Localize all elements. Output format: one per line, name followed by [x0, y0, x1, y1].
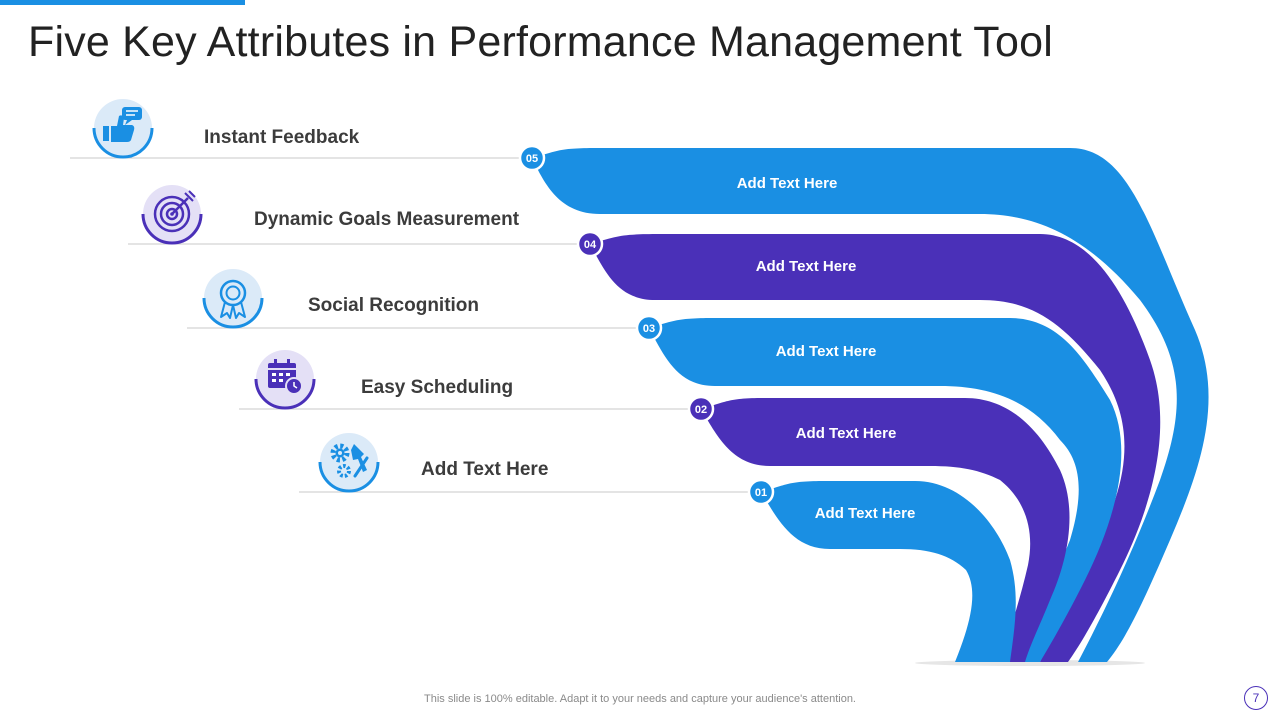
- page-number-badge: 7: [1244, 686, 1268, 710]
- leader-line-layer: [70, 157, 761, 493]
- number-badge-text: 03: [643, 323, 655, 335]
- number-badge-circle: [635, 314, 663, 342]
- number-badge-text: 05: [526, 153, 538, 165]
- band-text-02: Add Text Here: [795, 425, 897, 442]
- slide-title: Five Key Attributes in Performance Manag…: [28, 18, 1053, 66]
- band-layer: [532, 148, 1209, 666]
- number-badge-03: 03: [635, 314, 663, 342]
- number-badge-text: 04: [584, 239, 597, 251]
- attribute-label-02: Easy Scheduling: [361, 377, 514, 398]
- number-badge-circle: [576, 230, 604, 258]
- band-text-05: Add Text Here: [736, 175, 838, 192]
- number-badge-circle: [747, 478, 775, 506]
- award-ribbon-icon: [202, 269, 264, 329]
- calendar-clock-icon: [254, 350, 316, 410]
- attribute-label-05: Instant Feedback: [204, 127, 360, 148]
- number-badge-text: 02: [695, 404, 707, 416]
- attribute-label-01: Add Text Here: [421, 459, 549, 480]
- number-badge-02: 02: [687, 395, 715, 423]
- number-badge-layer: 05 04 03 02 01: [518, 144, 775, 506]
- top-accent-bar: [0, 0, 245, 5]
- band-02: [701, 398, 1070, 662]
- band-text-03: Add Text Here: [775, 343, 877, 360]
- band-01: [761, 481, 1016, 662]
- number-badge-circle: [687, 395, 715, 423]
- number-badge-text: 01: [755, 487, 767, 499]
- band-04: [590, 234, 1161, 662]
- attribute-label-04: Dynamic Goals Measurement: [254, 209, 520, 230]
- attribute-label-03: Social Recognition: [308, 295, 480, 316]
- footer-note: This slide is 100% editable. Adapt it to…: [424, 693, 856, 705]
- band-text-04: Add Text Here: [755, 258, 857, 275]
- gears-tools-icon: [318, 433, 380, 493]
- band-03: [649, 318, 1122, 662]
- band-text-01: Add Text Here: [814, 505, 916, 522]
- thumbs-up-chat-icon: [92, 99, 154, 159]
- number-badge-01: 01: [747, 478, 775, 506]
- number-badge-05: 05: [518, 144, 546, 172]
- band-05: [532, 148, 1209, 662]
- number-badge-04: 04: [576, 230, 604, 258]
- number-badge-circle: [518, 144, 546, 172]
- target-arrow-icon: [141, 185, 203, 245]
